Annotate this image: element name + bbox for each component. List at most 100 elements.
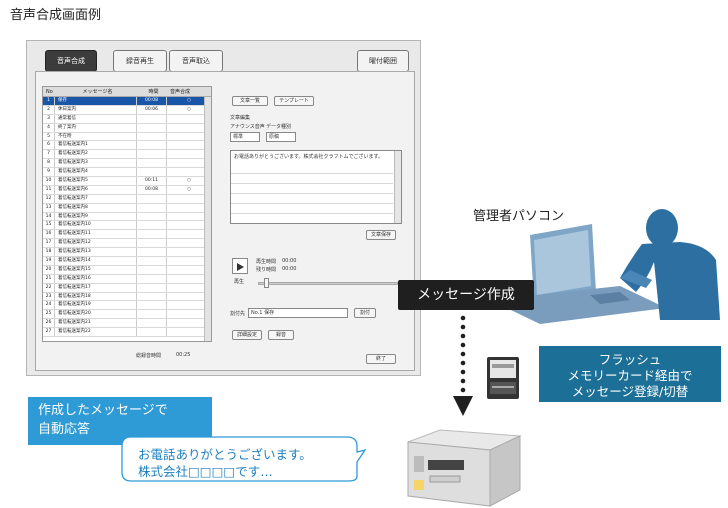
- row-name: 着信転送案内1: [55, 141, 137, 150]
- voice-select[interactable]: 標準: [230, 132, 260, 142]
- flash-memory-note: フラッシュ メモリーカード経由で メッセージ登録/切替: [539, 346, 721, 402]
- row-time: [137, 132, 167, 141]
- flash-line-3: メッセージ登録/切替: [571, 384, 689, 399]
- row-time: [137, 328, 167, 337]
- row-name: 着信転送案内3: [55, 159, 137, 168]
- row-time: [137, 159, 167, 168]
- edit-label: 文章編集: [230, 115, 251, 121]
- row-name: 着信転送案内15: [55, 265, 137, 274]
- row-time: 00:08: [137, 185, 167, 194]
- detail-settings-button[interactable]: 詳細設定: [232, 330, 262, 340]
- header-name: メッセージ名: [82, 89, 113, 95]
- assign-button[interactable]: 割付: [354, 308, 376, 318]
- play-button[interactable]: [232, 258, 248, 274]
- text-content: お電話ありがとうございます。株式会社クラフトムでございます。: [234, 154, 384, 160]
- seek-bar[interactable]: [258, 282, 398, 285]
- operator-pc-icon: [490, 209, 720, 324]
- row-time: 00:06: [137, 105, 167, 114]
- close-button[interactable]: 終了: [366, 354, 396, 364]
- text-editor[interactable]: お電話ありがとうございます。株式会社クラフトムでございます。: [230, 150, 402, 224]
- bubble-line-1: お電話ありがとうございます。: [138, 447, 312, 462]
- row-name: 着信転送案内16: [55, 274, 137, 283]
- row-time: [137, 194, 167, 203]
- row-name: 終了案内: [55, 123, 137, 132]
- record-button[interactable]: 録音: [268, 330, 294, 340]
- row-name: 保存: [55, 97, 137, 105]
- seek-handle[interactable]: [264, 278, 269, 288]
- row-number: 11: [43, 185, 55, 194]
- total-time-label: 総録音時間: [136, 353, 162, 359]
- row-name: 着信転送案内10: [55, 221, 137, 230]
- row-time: [137, 203, 167, 212]
- tab-import[interactable]: 音声取込: [169, 50, 223, 72]
- row-number: 8: [43, 159, 55, 168]
- row-time: [137, 239, 167, 248]
- row-name: 着信転送案内7: [55, 194, 137, 203]
- list-scrollbar[interactable]: [204, 97, 211, 341]
- remain-time-value: 00:00: [282, 266, 297, 272]
- row-name: 着信転送案内17: [55, 283, 137, 292]
- row-time: [137, 283, 167, 292]
- memory-card-icon: [487, 357, 519, 399]
- type-label: データ種別: [266, 124, 292, 130]
- row-number: 5: [43, 132, 55, 141]
- save-text-button[interactable]: 文章保存: [366, 230, 396, 240]
- down-arrow-icon: [453, 315, 473, 416]
- tab-voice-synthesis[interactable]: 音声合成: [45, 50, 97, 72]
- row-time: [137, 150, 167, 159]
- row-name: 不在時: [55, 132, 137, 141]
- row-number: 23: [43, 292, 55, 301]
- template-button[interactable]: テンプレート: [274, 96, 314, 106]
- row-time: [137, 310, 167, 319]
- row-name: 着信転送案内18: [55, 292, 137, 301]
- row-number: 4: [43, 123, 55, 132]
- row-time: [137, 265, 167, 274]
- bubble-text: お電話ありがとうございます。 株式会社□□□□です…: [138, 446, 312, 480]
- type-select[interactable]: 原稿: [266, 132, 296, 142]
- editor-scrollbar[interactable]: [394, 151, 401, 223]
- row-time: [137, 221, 167, 230]
- row-time: [137, 168, 167, 177]
- bubble-line-2: 株式会社□□□□です…: [138, 464, 273, 479]
- row-time: [137, 248, 167, 257]
- row-flag: ○: [187, 178, 191, 184]
- text-list-button[interactable]: 文章一覧: [232, 96, 268, 106]
- row-number: 22: [43, 283, 55, 292]
- tab-assign-range[interactable]: 曜付範囲: [357, 50, 409, 72]
- row-time: 00:11: [137, 177, 167, 185]
- tab-recording[interactable]: 録音再生: [113, 50, 167, 72]
- row-time: [137, 230, 167, 239]
- row-time: [137, 292, 167, 301]
- row-number: 24: [43, 301, 55, 310]
- row-number: 9: [43, 168, 55, 177]
- dest-select[interactable]: No.1 保存: [248, 308, 348, 318]
